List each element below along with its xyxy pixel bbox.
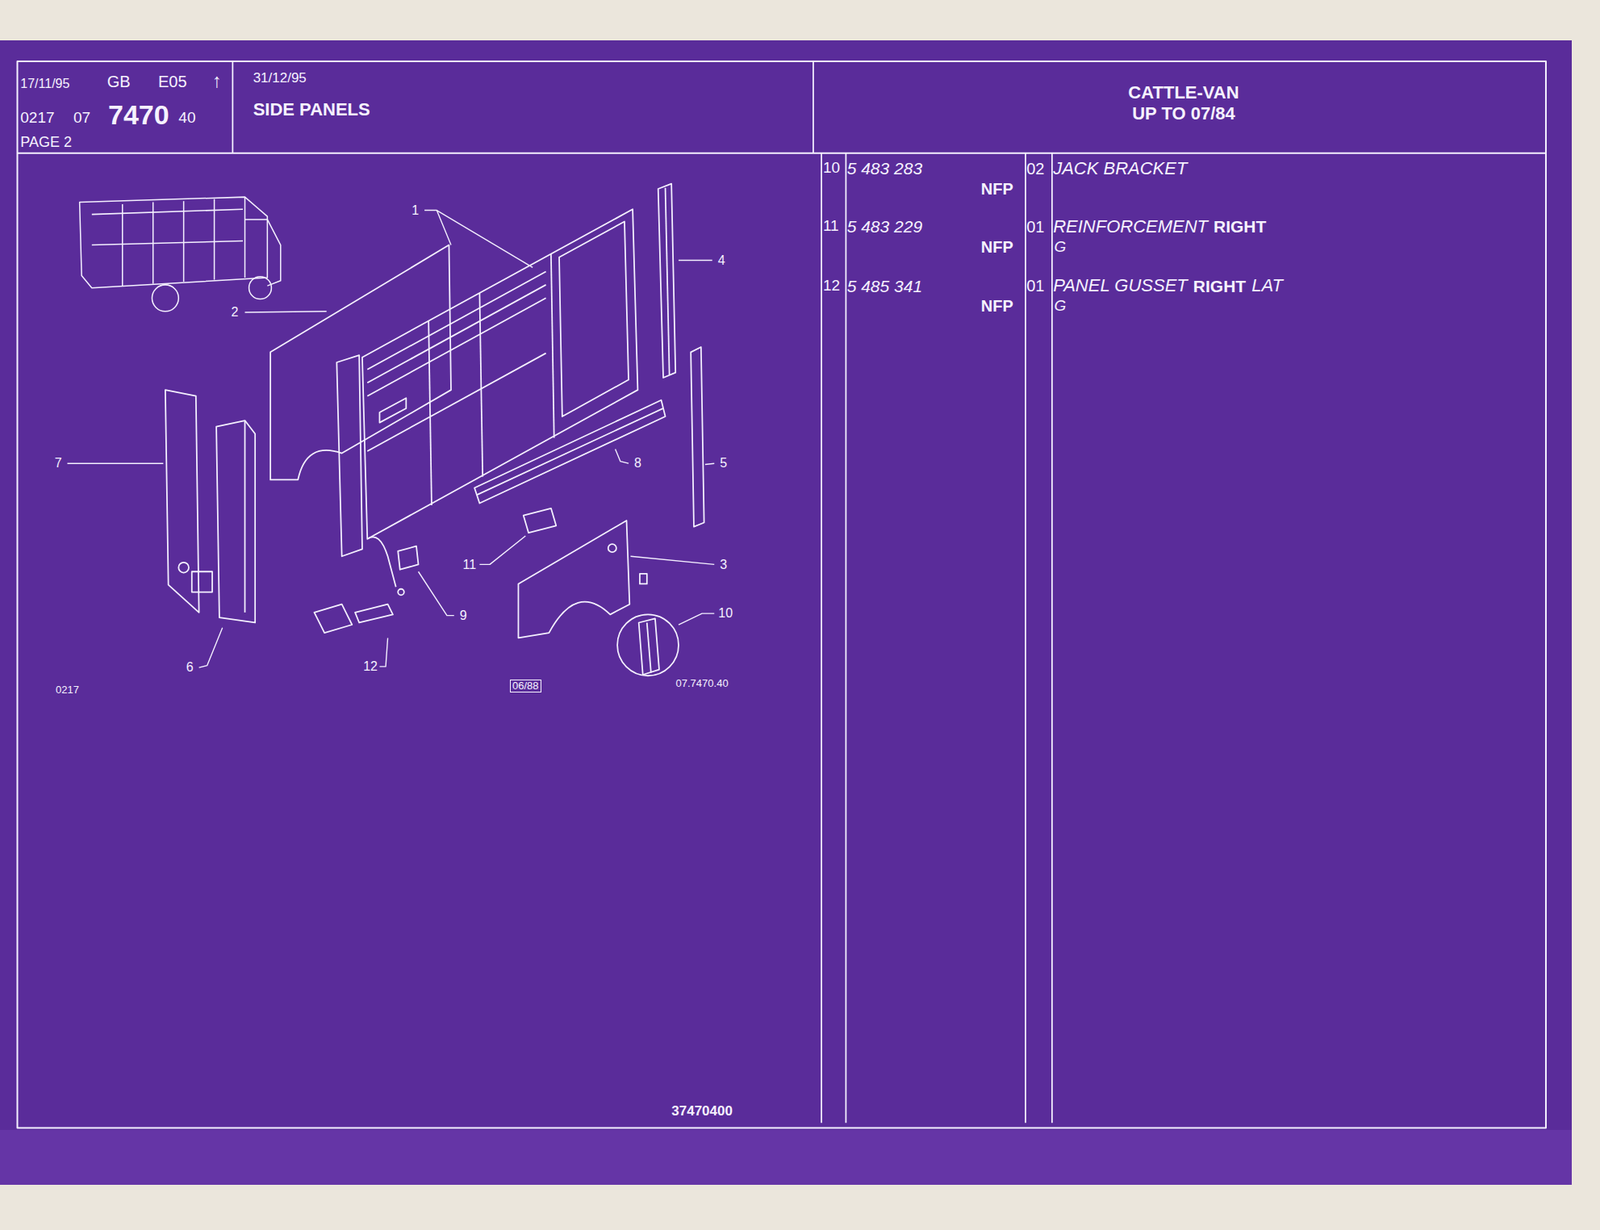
callout-number: 6 [186, 660, 194, 675]
callout-number: 3 [719, 557, 727, 573]
callout-number: 4 [718, 253, 726, 268]
callout-number: 9 [459, 608, 468, 623]
callout-number: 12 [363, 659, 378, 674]
plate-number: 7470 [108, 100, 170, 130]
variant-heading: CATTLE-VAN UP TO 07/84 [1119, 82, 1249, 124]
callout-number: 1 [411, 203, 419, 218]
nfp-flag: NFP [981, 179, 1014, 198]
drawing-code: 0217 [55, 684, 80, 696]
part-number: 5 483 283 [847, 158, 923, 178]
item-number: 11 [822, 217, 840, 235]
language-code: GB [107, 72, 131, 91]
position-note: LAT [1251, 275, 1283, 296]
callout-number: 5 [719, 455, 727, 471]
nfp-flag: NFP [981, 296, 1014, 315]
side-note: RIGHT [1213, 217, 1266, 236]
section-title: SIDE PANELS [253, 100, 371, 120]
part-number: 5 485 341 [847, 276, 923, 296]
fiche-number: 37470400 [671, 1103, 733, 1120]
date: 31/12/95 [253, 71, 307, 87]
quantity: 02 [1026, 159, 1045, 178]
page-number: PAGE 2 [20, 134, 72, 151]
item-number: 10 [822, 159, 840, 177]
side-code: G [1053, 297, 1066, 315]
callout-number: 11 [462, 557, 477, 573]
callout-number: 2 [230, 304, 239, 320]
item-number: 12 [822, 277, 840, 295]
quantity: 01 [1026, 217, 1045, 236]
quantity: 01 [1026, 276, 1045, 295]
drawing-date: 06/88 [509, 679, 542, 693]
date: 17/11/95 [20, 76, 70, 92]
callout-number: 7 [54, 455, 63, 471]
side-note: RIGHT [1193, 276, 1246, 296]
callout-number: 10 [718, 605, 733, 621]
plate-suffix: 40 [178, 109, 196, 127]
fiche-ground [0, 40, 1572, 1185]
callout-number: 8 [634, 455, 642, 471]
drawing-reference: 07.7470.40 [676, 677, 729, 690]
model-code: 0217 [20, 109, 55, 127]
fiche-edge [0, 1129, 1572, 1185]
side-code: G [1053, 238, 1066, 256]
part-description: JACK BRACKET [1052, 158, 1187, 179]
nfp-flag: NFP [981, 238, 1014, 256]
part-description: PANEL GUSSET [1052, 275, 1188, 296]
arrow-mark: ↑ [212, 70, 222, 92]
part-number: 5 483 229 [847, 217, 923, 236]
part-description: REINFORCEMENT [1052, 217, 1208, 237]
group-code: 07 [73, 109, 91, 127]
edition-code: E05 [158, 72, 188, 91]
